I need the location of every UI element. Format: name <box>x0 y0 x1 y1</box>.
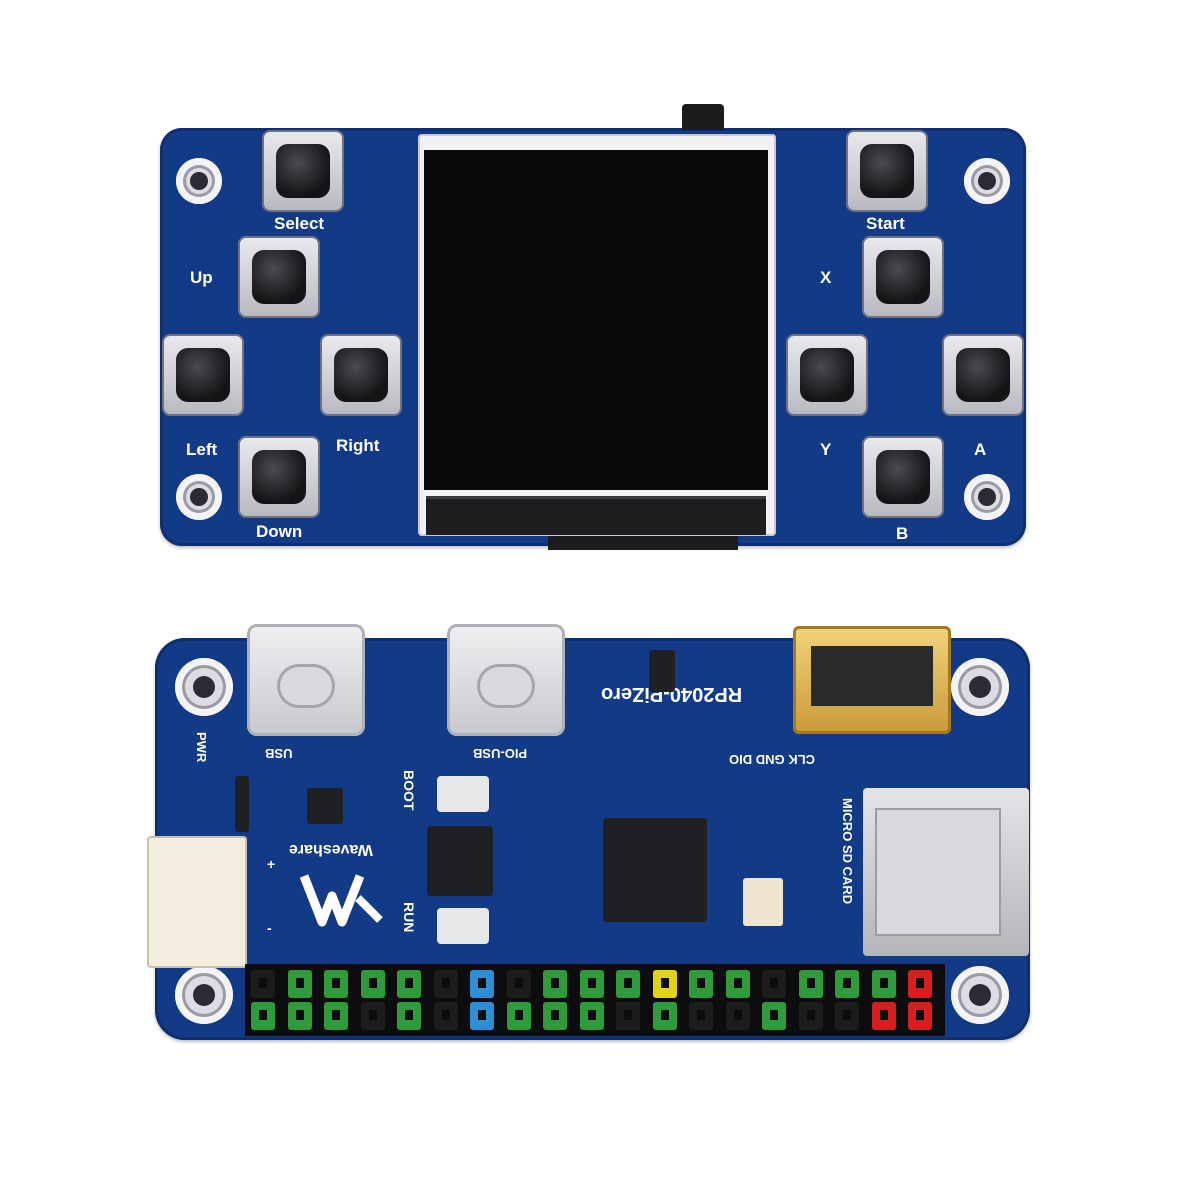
gpio-pin[interactable] <box>433 1002 458 1030</box>
a-button[interactable] <box>944 336 1022 414</box>
select-label: Select <box>274 214 325 233</box>
mounting-hole <box>176 158 222 204</box>
run-silkscreen: RUN <box>401 902 417 933</box>
usb-silkscreen: USB <box>265 746 293 761</box>
gpio-pin[interactable] <box>762 1002 786 1030</box>
battery-connector[interactable] <box>147 836 247 968</box>
gpio-pin[interactable] <box>652 1002 677 1030</box>
gpio-pin[interactable] <box>433 970 458 998</box>
rp2040-pizero-board: RP2040-PiZero PWR USB PIO-USB BOOT RUN C… <box>147 624 1030 1040</box>
gpio-pin[interactable] <box>835 970 859 998</box>
gpio-pin[interactable] <box>798 970 823 998</box>
gpio-pin[interactable] <box>287 1002 312 1030</box>
gpio-pin[interactable] <box>689 1002 713 1030</box>
mounting-hole <box>175 966 233 1024</box>
mounting-hole <box>176 474 222 520</box>
gpio-pin[interactable] <box>616 1002 640 1030</box>
gpio-pin[interactable] <box>579 1002 604 1030</box>
mini-hdmi-port[interactable] <box>793 626 951 734</box>
gpio-pin[interactable] <box>251 1002 275 1030</box>
waveshare-logo-icon <box>300 874 383 927</box>
start-button[interactable] <box>848 132 926 210</box>
gpio-pin[interactable] <box>725 970 750 998</box>
gpio-pin[interactable] <box>324 1002 348 1030</box>
debug-silkscreen: CLK GND DIO <box>729 752 815 767</box>
bottom-connector <box>548 536 738 550</box>
pio-usb-c-port[interactable] <box>447 624 565 736</box>
dpad-up-button[interactable] <box>240 238 318 316</box>
select-button[interactable] <box>264 132 342 210</box>
run-button[interactable] <box>437 908 489 944</box>
x-label: X <box>820 268 832 287</box>
boot-silkscreen: BOOT <box>401 770 417 811</box>
gpio-pin[interactable] <box>616 970 640 998</box>
gpio-pin[interactable] <box>543 1002 567 1030</box>
b-button[interactable] <box>864 438 942 516</box>
gpio-pin[interactable] <box>397 1002 421 1030</box>
gpio-pin[interactable] <box>652 970 677 998</box>
minus-silkscreen: - <box>267 920 272 936</box>
gpio-pin[interactable] <box>835 1002 859 1030</box>
y-label: Y <box>820 440 832 459</box>
lcd-screen <box>424 150 768 490</box>
gpio-pin[interactable] <box>506 1002 531 1030</box>
regulator-chip <box>307 788 343 824</box>
small-ic <box>649 650 675 692</box>
dpad-right-button[interactable] <box>322 336 400 414</box>
left-label: Left <box>186 440 218 459</box>
gpio-pin[interactable] <box>287 970 312 998</box>
brand-silkscreen: Waveshare <box>289 841 373 858</box>
mounting-hole <box>964 158 1010 204</box>
gpio-pin[interactable] <box>397 970 421 998</box>
x-button[interactable] <box>864 238 942 316</box>
rp2040-chip <box>603 818 707 922</box>
mounting-hole <box>175 658 233 716</box>
gpio-pin[interactable] <box>470 1002 494 1030</box>
micro-sd-slot[interactable] <box>863 788 1029 956</box>
gpio-pin[interactable] <box>871 1002 896 1030</box>
lcd-flex-cable <box>426 496 766 535</box>
y-button[interactable] <box>788 336 866 414</box>
up-label: Up <box>190 268 213 287</box>
hdmi-socket <box>811 646 933 706</box>
pio-usb-silkscreen: PIO-USB <box>473 746 528 761</box>
flash-chip <box>427 826 493 896</box>
audio-connector <box>682 104 724 130</box>
pwr-silkscreen: PWR <box>194 732 209 763</box>
sd-card-opening <box>875 808 1001 936</box>
diode <box>235 776 249 832</box>
gpio-pin[interactable] <box>470 970 494 998</box>
a-label: A <box>974 440 987 459</box>
mounting-hole <box>964 474 1010 520</box>
plus-silkscreen: + <box>267 856 276 872</box>
boot-button[interactable] <box>437 776 489 812</box>
gpio-pin[interactable] <box>798 1002 823 1030</box>
gpio-pin[interactable] <box>725 1002 750 1030</box>
dpad-down-button[interactable] <box>240 438 318 516</box>
gpio-pin[interactable] <box>908 1002 932 1030</box>
gpio-pin[interactable] <box>251 970 275 998</box>
right-label: Right <box>336 436 380 455</box>
lcd-module <box>418 134 776 536</box>
gpio-pin[interactable] <box>360 970 385 998</box>
gpio-pin[interactable] <box>762 970 786 998</box>
b-label: B <box>896 524 909 543</box>
gpio-pin[interactable] <box>579 970 604 998</box>
gpio-pin[interactable] <box>324 970 348 998</box>
dpad-left-button[interactable] <box>164 336 242 414</box>
gpio-pin[interactable] <box>543 970 567 998</box>
usb-c-port[interactable] <box>247 624 365 736</box>
micro-sd-silkscreen: MICRO SD CARD <box>840 798 855 905</box>
mounting-hole <box>951 658 1009 716</box>
gamepad-board: Select Up Left Right Down Start X Y A B <box>160 104 1026 550</box>
gpio-pin[interactable] <box>689 970 713 998</box>
gpio-pin[interactable] <box>506 970 531 998</box>
crystal <box>743 878 783 926</box>
start-label: Start <box>866 214 905 233</box>
gpio-pin[interactable] <box>360 1002 385 1030</box>
gpio-pin[interactable] <box>871 970 896 998</box>
down-label: Down <box>256 522 303 541</box>
gpio-pin[interactable] <box>908 970 932 998</box>
mounting-hole <box>951 966 1009 1024</box>
